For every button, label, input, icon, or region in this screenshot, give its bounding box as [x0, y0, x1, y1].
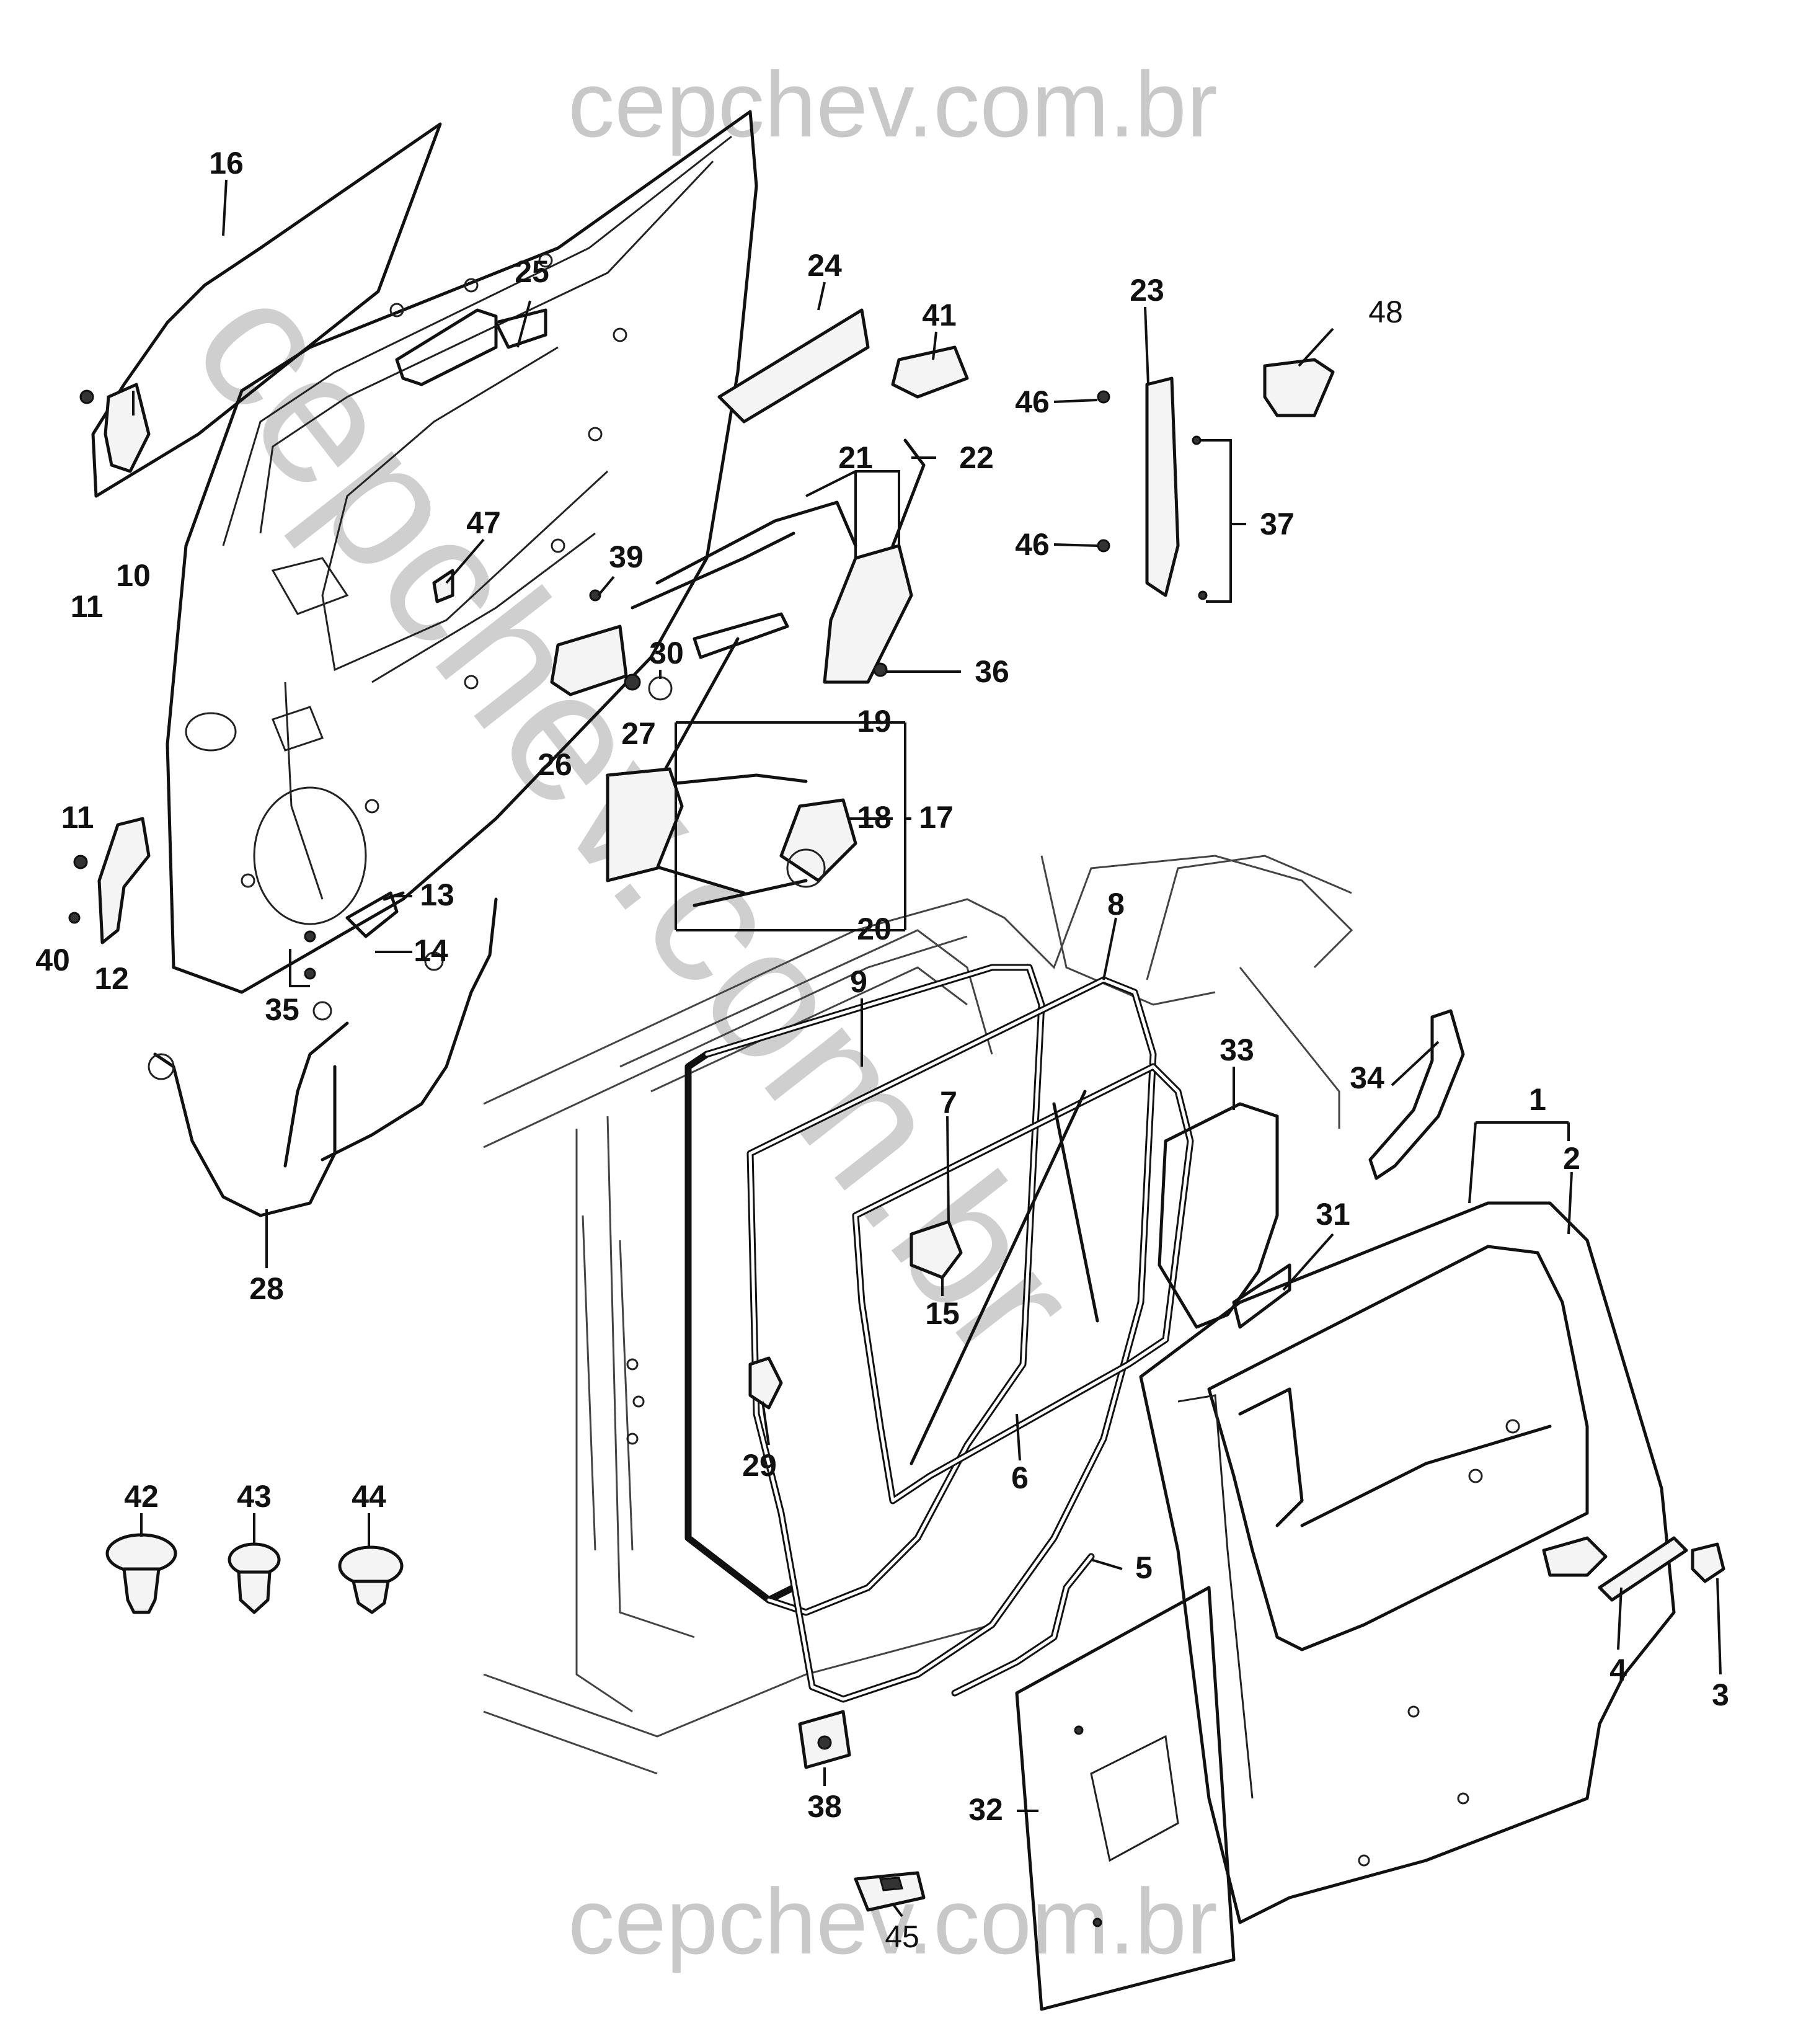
callout-31: 31 — [1316, 1197, 1350, 1232]
door-latch — [823, 544, 913, 684]
callout-10: 10 — [116, 558, 151, 593]
callout-1: 1 — [1529, 1082, 1546, 1117]
callout-39: 39 — [609, 540, 644, 574]
door-wiring-harness — [321, 897, 498, 1162]
callout-6: 6 — [1011, 1460, 1029, 1495]
callout-42: 42 — [124, 1479, 159, 1514]
callout-11-lower: 11 — [61, 800, 94, 835]
door-handle-escutcheon — [1542, 1536, 1608, 1577]
callout-16: 16 — [209, 146, 244, 180]
callout-18: 18 — [857, 800, 892, 835]
callout-17: 17 — [919, 800, 954, 835]
inside-handle — [550, 624, 628, 696]
callout-8: 8 — [1107, 887, 1125, 922]
callout-14: 14 — [414, 933, 448, 968]
callout-48: 48 — [1368, 295, 1403, 329]
belt-molding — [1232, 1263, 1291, 1329]
callout-24: 24 — [807, 248, 842, 283]
outside-handle-bracket — [395, 308, 498, 386]
pillar-applique — [1145, 376, 1180, 597]
window-regulator — [606, 612, 857, 907]
hinge-bolt-upper — [79, 389, 94, 404]
callout-35: 35 — [265, 992, 299, 1027]
vehicle-body-outline — [483, 855, 1353, 1775]
callout-29: 29 — [742, 1448, 777, 1483]
callout-28: 28 — [249, 1271, 284, 1306]
callout-3: 3 — [1712, 1677, 1729, 1712]
callout-26: 26 — [538, 747, 572, 782]
callout-46-lower: 46 — [1015, 527, 1050, 562]
door-bumper — [748, 1356, 783, 1410]
callout-43: 43 — [237, 1479, 272, 1514]
callout-33: 33 — [1220, 1033, 1254, 1067]
seal-end-cap — [1263, 358, 1335, 417]
callout-21: 21 — [838, 440, 873, 475]
callout-27: 27 — [621, 716, 656, 751]
window-switch — [854, 1871, 926, 1912]
window-guide-rail — [717, 308, 870, 424]
callout-44: 44 — [352, 1479, 386, 1514]
body-side-weatherstrip — [684, 1051, 797, 1604]
callout-30: 30 — [649, 636, 684, 670]
glass-run-bracket — [910, 1220, 963, 1279]
hinge-pin — [68, 912, 81, 924]
hinge-bolt-lower — [73, 855, 88, 869]
water-deflector — [1158, 1102, 1279, 1329]
callout-7: 7 — [940, 1085, 957, 1120]
retainer-clip-44 — [338, 1545, 404, 1614]
callout-20: 20 — [857, 912, 892, 946]
retainer-clip-43 — [228, 1542, 281, 1614]
retainer-clip-42 — [105, 1533, 177, 1614]
watermark-top: cepchev.com.br — [568, 52, 1218, 156]
lock-cable — [655, 500, 857, 585]
callout-40: 40 — [35, 943, 70, 977]
callout-9: 9 — [850, 964, 867, 999]
callout-12: 12 — [94, 961, 129, 996]
callout-2: 2 — [1563, 1141, 1580, 1176]
upper-hinge — [104, 383, 151, 473]
callout-41: 41 — [922, 298, 957, 332]
door-inner-panel — [166, 110, 758, 994]
callout-15: 15 — [925, 1296, 960, 1331]
lower-hinge — [97, 817, 151, 944]
lock-rod — [891, 438, 926, 548]
callout-23: 23 — [1130, 273, 1164, 308]
callout-19: 19 — [857, 704, 892, 739]
callout-47: 47 — [466, 505, 501, 540]
callout-45: 45 — [885, 1919, 919, 1954]
callout-38: 38 — [807, 1789, 842, 1824]
callout-37: 37 — [1260, 507, 1295, 541]
callout-13: 13 — [420, 878, 454, 912]
handle-cap — [1691, 1542, 1725, 1583]
callout-11-upper: 11 — [71, 589, 104, 624]
callout-labels: 1 2 3 4 5 6 7 8 9 10 11 11 12 13 14 15 1… — [35, 146, 1729, 1954]
callout-34: 34 — [1350, 1060, 1384, 1095]
callout-4: 4 — [1609, 1653, 1627, 1687]
wiring-clip — [432, 569, 454, 603]
callout-22: 22 — [959, 440, 994, 475]
callout-36: 36 — [975, 654, 1009, 689]
leader-lines — [132, 179, 1722, 1917]
outside-door-handle — [1598, 1536, 1688, 1602]
guide-bracket — [891, 345, 969, 399]
callout-32: 32 — [968, 1792, 1003, 1827]
callout-46-upper: 46 — [1015, 384, 1050, 419]
outside-handle-cable — [153, 1052, 337, 1217]
door-frame-trim — [1368, 1009, 1465, 1180]
callout-25: 25 — [515, 254, 549, 289]
callout-5: 5 — [1135, 1550, 1153, 1585]
door-inner-trim-panel — [1015, 1586, 1236, 2011]
check-link — [345, 891, 399, 938]
